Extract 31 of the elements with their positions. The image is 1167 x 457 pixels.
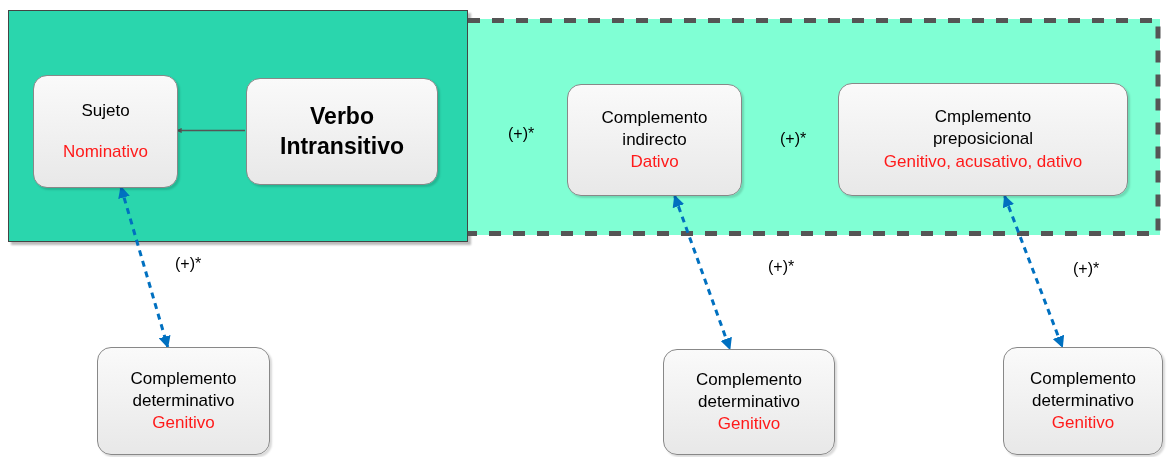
- arrow: [672, 194, 732, 351]
- case-label: Genitivo: [1051, 412, 1115, 435]
- panel-background: [8, 10, 468, 242]
- repetition-mark: (+)*: [175, 255, 202, 273]
- case-label: Genitivo: [717, 413, 781, 436]
- repetition-mark: (+)*: [768, 258, 795, 276]
- rounded-box: [567, 84, 742, 196]
- arrow: [118, 185, 171, 349]
- rounded-box: [33, 75, 178, 188]
- rounded-box: [246, 78, 438, 185]
- box-title: Complemento determinativo: [695, 368, 803, 413]
- case-label: Genitivo: [152, 412, 215, 435]
- rounded-box: [97, 347, 270, 455]
- dashed-panel: [468, 19, 1160, 235]
- rounded-box: [663, 349, 835, 455]
- case-label: Nominativo: [62, 140, 148, 163]
- case-label: Dativo: [630, 151, 679, 174]
- box-title: Complemento indirecto: [600, 106, 709, 151]
- box-title: Verbo Intransitivo: [279, 101, 405, 161]
- repetition-mark: (+)*: [508, 125, 535, 143]
- box-title: Sujeto: [81, 100, 130, 123]
- arrow: [176, 127, 246, 134]
- arrow: [1002, 194, 1065, 349]
- box-title: Cmplemento preposicional: [931, 106, 1035, 151]
- rounded-box: [1003, 347, 1163, 455]
- repetition-mark: (+)*: [780, 130, 807, 148]
- box-title: Complemento determinativo: [1029, 367, 1137, 412]
- box-title: Complemento determinativo: [129, 367, 238, 412]
- case-label: Genitivo, acusativo, dativo: [883, 150, 1083, 173]
- repetition-mark: (+)*: [1073, 260, 1100, 278]
- rounded-box: [838, 83, 1128, 196]
